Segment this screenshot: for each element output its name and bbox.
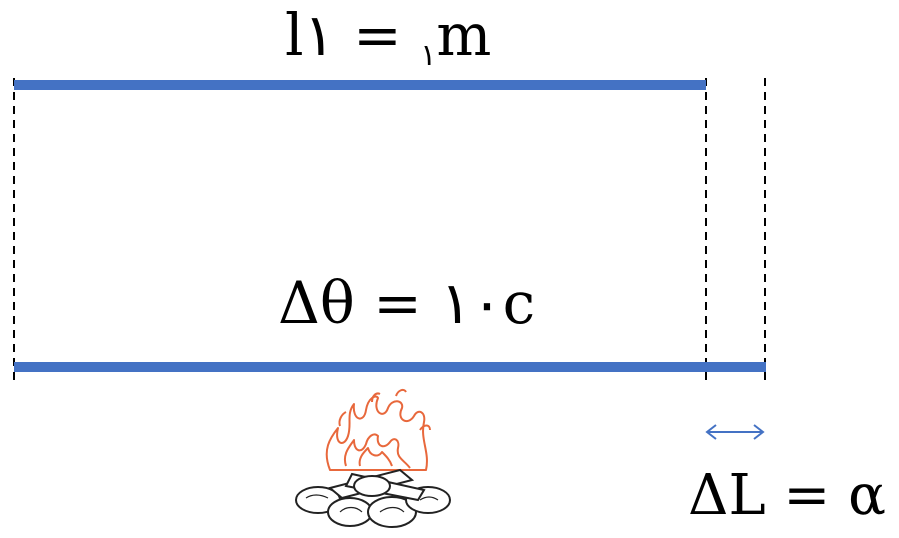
length-symbol: l [285, 1, 304, 69]
double-arrow-icon [705, 424, 765, 440]
heated-rod [14, 362, 766, 372]
original-rod [14, 80, 706, 90]
length-change-label: ΔL = α [688, 463, 886, 528]
temperature-change-label: Δθ = ١٠c [278, 269, 536, 337]
length-value: = ١m [303, 1, 492, 69]
campfire-icon [295, 388, 451, 528]
length-subscript: ١ [420, 38, 437, 73]
